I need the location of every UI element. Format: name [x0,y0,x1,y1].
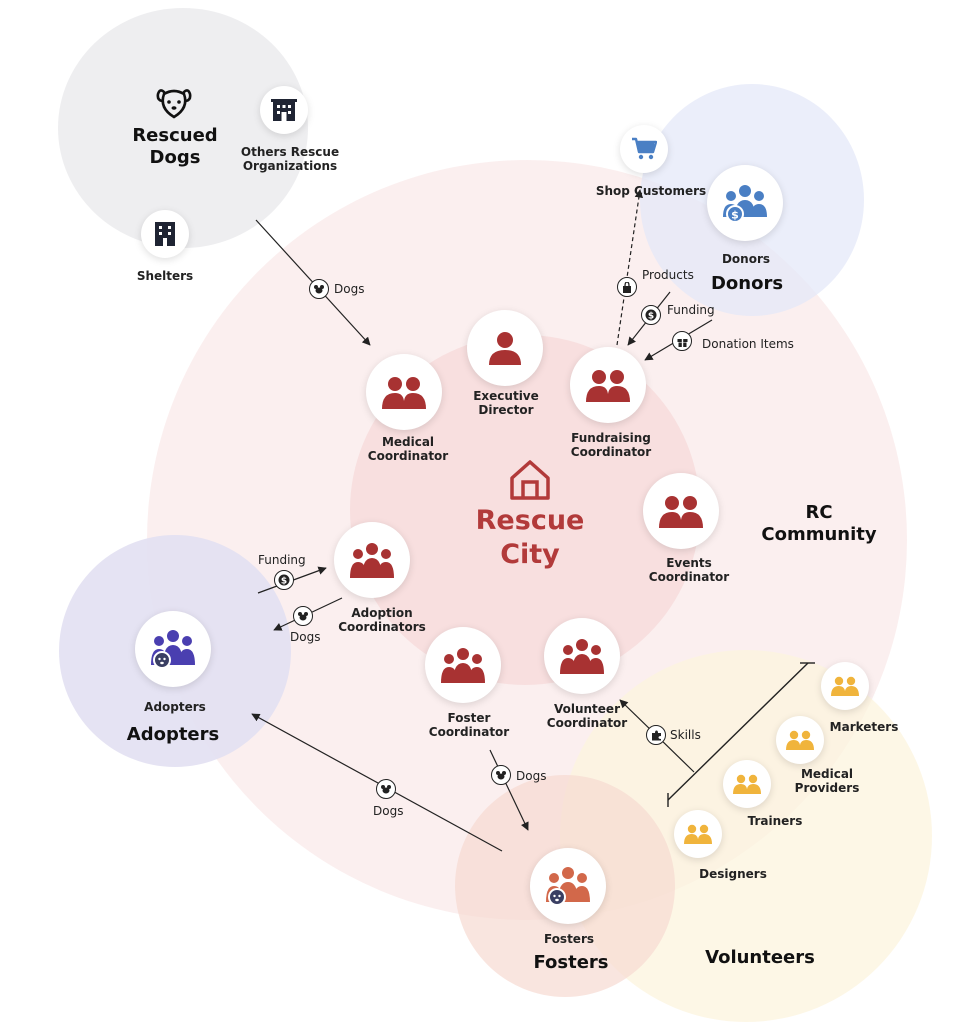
label-medical-coordinator: Medical Coordinator [367,435,449,463]
label-adopters-node: Adopters [144,700,206,714]
label-adoption-coordinators: Adoption Coordinators [338,606,426,634]
node-volunteer-coordinator[interactable] [544,618,620,694]
rescued-dogs-circle [58,8,308,248]
node-shelters[interactable] [141,210,189,258]
edge-label-dogs-in: Dogs [334,282,365,296]
node-trainers[interactable] [723,760,771,808]
label-trainers: Trainers [747,814,803,828]
person-icon [489,332,521,365]
center-title: Rescue City [475,505,585,570]
edge-dogs-to-fosters [489,749,529,831]
edge-label-donation-items: Donation Items [702,337,794,351]
group-label-adopters: Adopters [126,724,220,745]
label-executive-director: Executive Director [473,389,539,417]
node-designers[interactable] [674,810,722,858]
building-icon [155,222,175,246]
node-shop-customers[interactable] [620,125,668,173]
label-shop-customers: Shop Customers [595,184,707,198]
svg-text:$: $ [731,209,739,222]
node-foster-coordinator[interactable] [425,627,501,703]
cart-icon [632,137,657,160]
dog-badge-icon [293,606,313,626]
edge-label-skills: Skills [670,728,701,742]
two-people-icon [382,377,426,409]
two-people-icon [786,730,814,750]
label-fosters-node: Fosters [543,932,595,946]
edge-label-dogs-fosters-adopters: Dogs [373,804,404,818]
node-executive-director[interactable] [467,310,543,386]
two-people-icon [684,824,712,844]
volunteers-bracket [667,662,809,801]
svg-text:$: $ [648,312,654,322]
dog-badge-icon [309,279,329,299]
svg-text:$: $ [281,577,287,587]
dollar-badge-icon: $ [274,570,294,590]
node-adopters[interactable] [135,611,211,687]
edge-label-funding-adopters: Funding [258,553,306,567]
label-others-rescue: Others Rescue Organizations [240,145,340,173]
dog-badge-icon [491,765,511,785]
label-shelters: Shelters [136,269,194,283]
node-adoption-coordinators[interactable] [334,522,410,598]
node-others-rescue[interactable] [260,86,308,134]
label-marketers: Marketers [829,720,899,734]
bag-badge-icon [617,277,637,297]
label-designers: Designers [699,867,767,881]
group-label-donors: Donors [710,273,784,294]
node-fundraising-coordinator[interactable] [570,347,646,423]
label-foster-coordinator: Foster Coordinator [428,711,510,739]
puzzle-badge-icon [646,725,666,745]
building-icon [271,99,297,121]
dollar-badge-icon: $ [641,305,661,325]
node-fosters[interactable] [530,848,606,924]
dog-badge-icon [376,779,396,799]
node-medical-providers[interactable] [776,716,824,764]
group-label-rescued-dogs: Rescued Dogs [132,125,218,168]
node-donors[interactable]: $ [707,165,783,241]
label-volunteer-coordinator: Volunteer Coordinator [546,702,628,730]
adopters-icon [151,630,195,669]
group-icon [441,648,485,683]
label-fundraising-coordinator: Fundraising Coordinator [570,431,652,459]
label-donors-node: Donors [721,252,771,266]
label-medical-providers: Medical Providers [794,767,860,795]
two-people-icon [659,496,703,528]
node-medical-coordinator[interactable] [366,354,442,430]
fosters-icon [546,867,590,906]
edge-products [616,189,644,346]
label-events-coordinator: Events Coordinator [648,556,730,584]
two-people-icon [586,370,630,402]
two-people-icon [733,774,761,794]
gift-badge-icon [672,331,692,351]
two-people-icon [831,676,859,696]
house-icon [508,458,552,506]
edge-label-dogs-to-fosters: Dogs [516,769,547,783]
donor-group-icon: $ [723,185,767,223]
group-icon [560,639,604,674]
dog-face-icon [156,86,192,124]
node-marketers[interactable] [821,662,869,710]
edge-label-products: Products [642,268,694,282]
node-events-coordinator[interactable] [643,473,719,549]
edge-label-dogs-adopters: Dogs [290,630,321,644]
group-label-volunteers: Volunteers [705,947,815,968]
group-icon [350,543,394,578]
group-label-rc-community: RC Community [761,502,877,545]
group-label-fosters: Fosters [533,952,609,973]
edge-label-funding-donors: Funding [667,303,715,317]
